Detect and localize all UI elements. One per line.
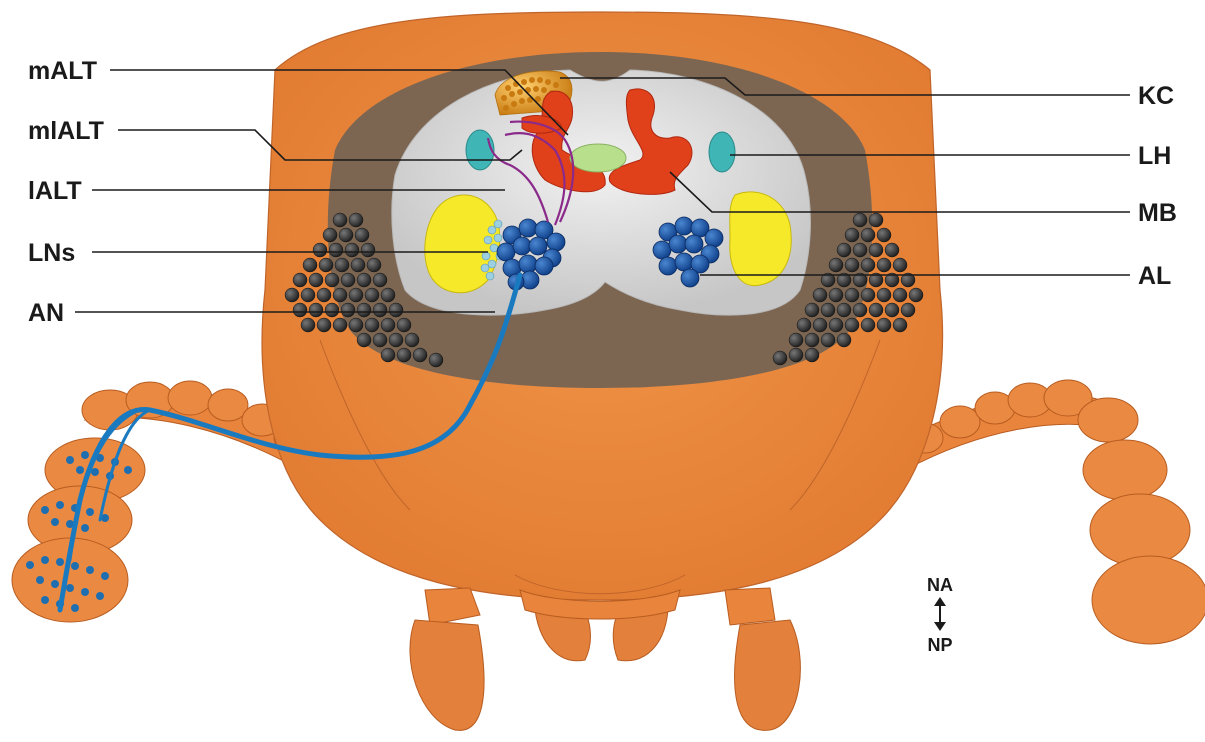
label-mb: MB	[1138, 199, 1177, 227]
label-al: AL	[1138, 262, 1171, 290]
orientation-top-label: NA	[927, 575, 953, 595]
label-malt: mALT	[28, 57, 97, 85]
lateral-horn-left	[466, 130, 494, 170]
lateral-horn-right	[709, 132, 735, 172]
label-an: AN	[28, 299, 64, 327]
orientation-indicator: NA NP	[927, 575, 953, 655]
orientation-bottom-label: NP	[927, 635, 952, 655]
label-kc: KC	[1138, 82, 1174, 110]
left-antenna	[12, 381, 310, 622]
labels-left: mALT mlALT lALT LNs AN	[28, 57, 104, 327]
labels-right: KC LH MB AL	[1138, 82, 1177, 290]
label-mlalt: mlALT	[28, 117, 104, 145]
label-lns: LNs	[28, 239, 75, 267]
double-arrow-icon	[934, 597, 946, 631]
label-lalt: lALT	[28, 177, 82, 205]
right-antenna	[900, 380, 1205, 644]
central-complex	[570, 144, 626, 172]
mouthparts	[410, 588, 800, 730]
label-lh: LH	[1138, 142, 1171, 170]
